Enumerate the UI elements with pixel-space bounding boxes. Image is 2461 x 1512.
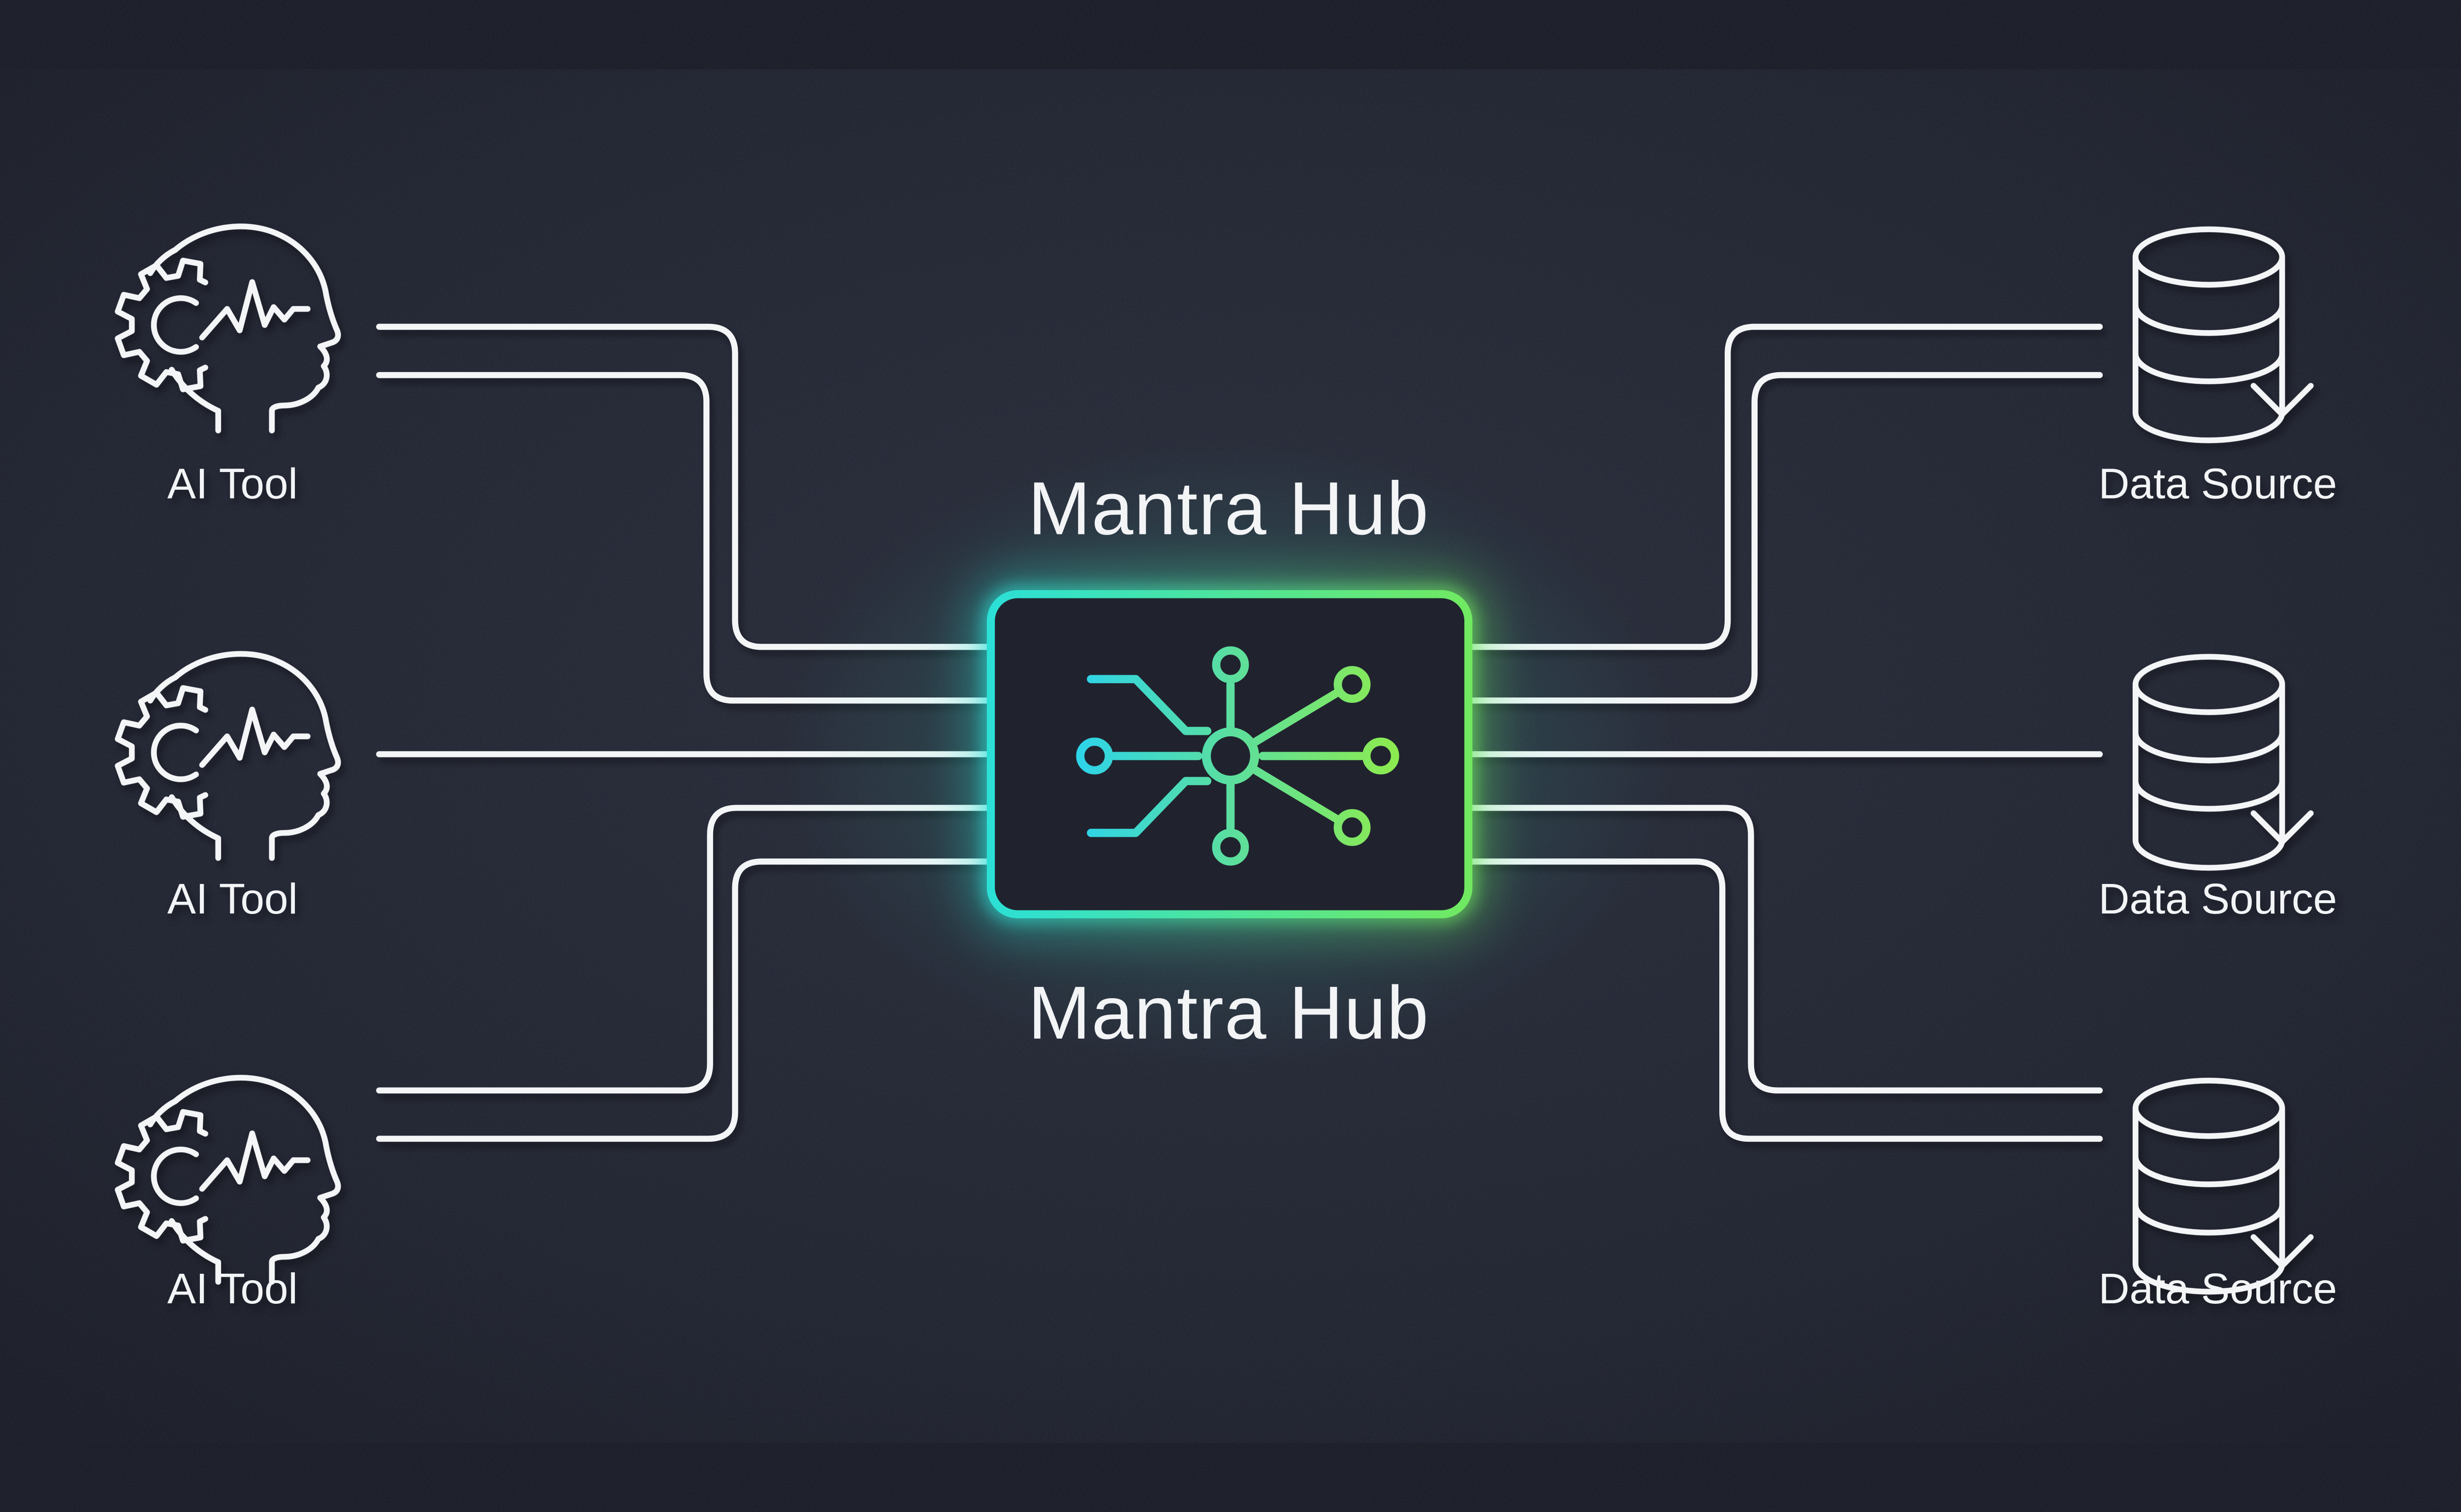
ai-tools-column: AI Tool AI Tool AI Tool xyxy=(118,226,338,1313)
ai-tool-label-1: AI Tool xyxy=(167,460,298,508)
connector-line-1 xyxy=(376,323,990,650)
connector-line-5 xyxy=(376,858,990,1142)
connector-line-2 xyxy=(376,372,990,704)
connector-line-4 xyxy=(376,805,990,1094)
circuit-network-icon xyxy=(1076,646,1399,866)
connection-lines xyxy=(376,323,2103,1142)
data-sources-column: Data Source Data Source Data Source xyxy=(2098,229,2337,1313)
data-source-label-2: Data Source xyxy=(2098,875,2337,923)
hub-label-bottom: Mantra Hub xyxy=(1028,971,1430,1055)
connector-line-7 xyxy=(1469,372,2103,704)
data-source-label-1: Data Source xyxy=(2098,460,2337,508)
ai-tool-label-2: AI Tool xyxy=(167,875,298,923)
connector-line-9 xyxy=(1469,805,2103,1094)
connector-line-10 xyxy=(1469,858,2103,1142)
data-source-label-3: Data Source xyxy=(2098,1265,2337,1313)
ai-tool-label-3: AI Tool xyxy=(167,1265,298,1313)
connector-line-6 xyxy=(1469,323,2103,650)
hub-label-top: Mantra Hub xyxy=(1028,467,1430,550)
